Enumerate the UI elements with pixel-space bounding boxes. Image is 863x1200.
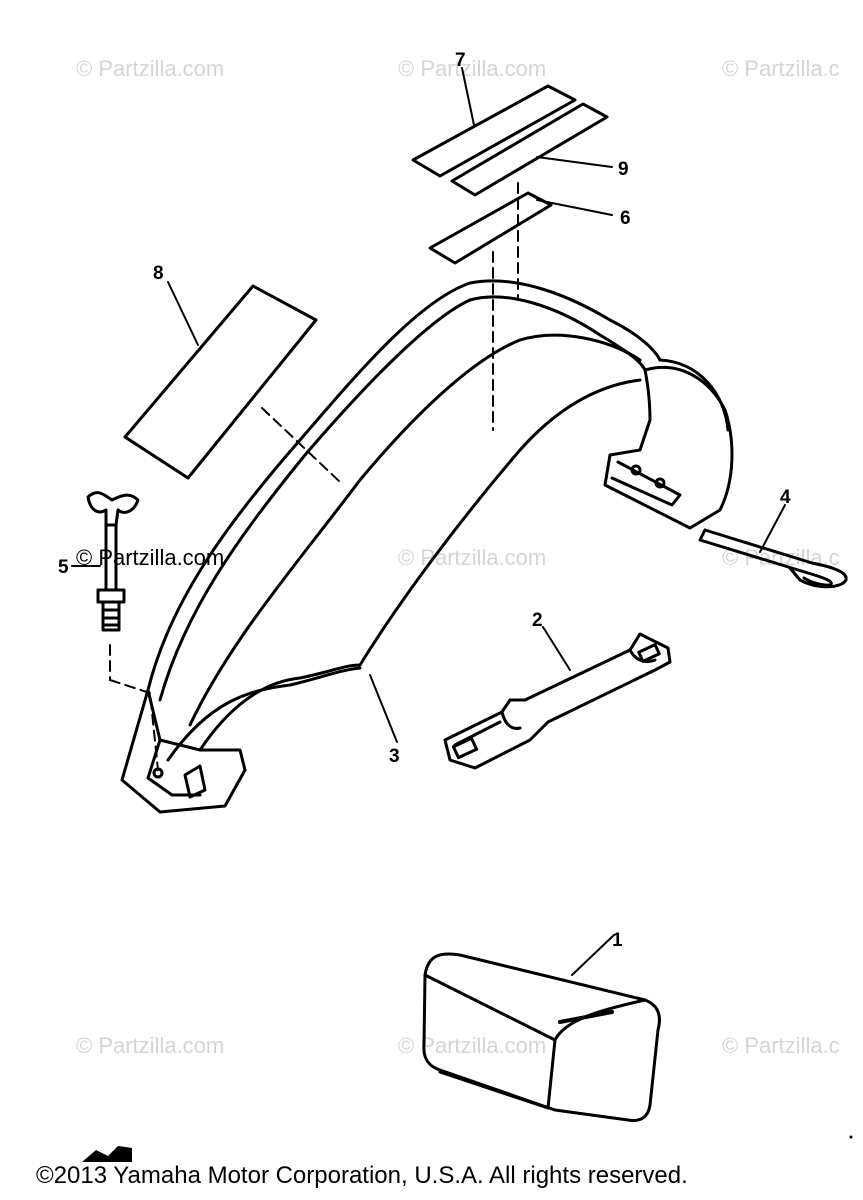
watermark-top-right: © Partzilla.c [722,56,840,81]
part-1-box[interactable] [422,952,661,1122]
watermark-top-center: © Partzilla.com [398,56,547,81]
callout-7: 7 [455,50,466,71]
watermark-bottom-left: © Partzilla.com [76,1033,225,1058]
part-4-hook[interactable] [698,528,848,589]
watermark-bottom-right: © Partzilla.c [722,1033,840,1058]
callout-4: 4 [780,487,791,508]
callout-6: 6 [620,208,631,229]
callout-2: 2 [532,610,543,631]
watermark-mid-center: © Partzilla.com [398,545,547,570]
callout-9: 9 [618,159,629,180]
copyright-notice: ©2013 Yamaha Motor Corporation, U.S.A. A… [36,1162,688,1189]
part-2-strap[interactable] [443,632,672,770]
part-3-fender[interactable] [120,279,734,814]
part-8-decal[interactable] [123,284,318,480]
callout-1: 1 [612,930,623,951]
part-7-decal[interactable] [411,84,577,178]
watermark-top-left: © Partzilla.com [76,56,225,81]
part-5-wing-bolt[interactable] [86,491,140,632]
part-6-decal[interactable] [428,191,553,265]
callout-8: 8 [153,263,164,284]
corner-mark-icon [82,1146,132,1162]
callout-5: 5 [58,557,69,578]
part-9-decal[interactable] [450,102,609,197]
callout-3: 3 [389,746,400,767]
